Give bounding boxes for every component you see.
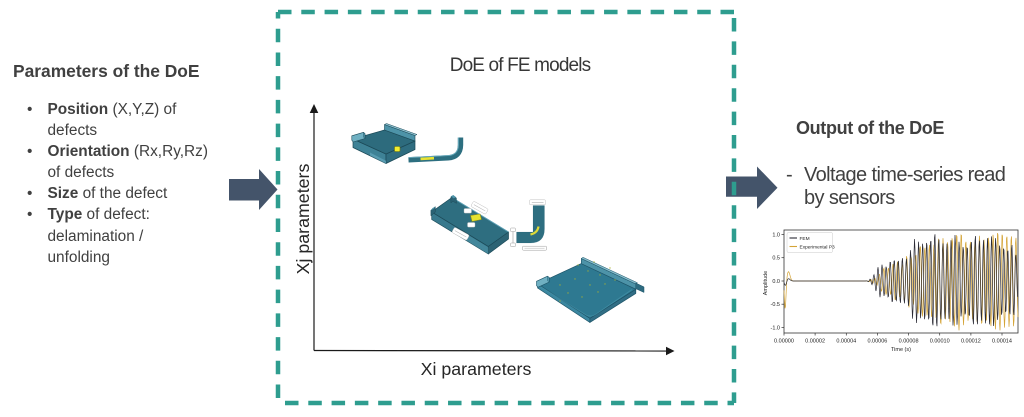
- svg-text:0.00008: 0.00008: [899, 339, 919, 345]
- svg-text:Time (s): Time (s): [891, 347, 911, 353]
- svg-text:0.00006: 0.00006: [867, 339, 887, 345]
- svg-text:FEM: FEM: [800, 236, 810, 242]
- svg-text:0.5: 0.5: [772, 256, 780, 262]
- svg-text:0.00002: 0.00002: [805, 339, 825, 345]
- svg-text:0.00010: 0.00010: [930, 339, 950, 345]
- svg-text:0.0: 0.0: [772, 279, 780, 285]
- svg-text:Experimental P3: Experimental P3: [800, 244, 836, 250]
- svg-text:-0.5: -0.5: [771, 302, 780, 308]
- svg-text:-1.0: -1.0: [771, 326, 780, 332]
- svg-text:0.00014: 0.00014: [992, 339, 1012, 345]
- svg-text:0.00012: 0.00012: [961, 339, 981, 345]
- svg-text:0.00004: 0.00004: [836, 339, 856, 345]
- svg-text:0.00000: 0.00000: [774, 339, 794, 345]
- svg-text:Amplitude: Amplitude: [763, 271, 769, 295]
- svg-text:1.0: 1.0: [772, 233, 780, 239]
